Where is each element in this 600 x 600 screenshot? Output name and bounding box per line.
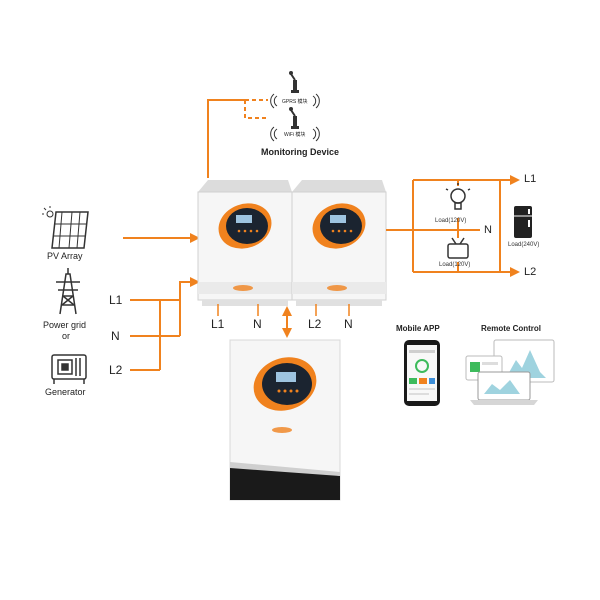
tv-icon	[447, 237, 469, 259]
power-grid-label: Power grid	[43, 320, 87, 330]
output-l1-label: L1	[524, 173, 537, 185]
output-wires	[386, 175, 520, 277]
smartphone-icon	[404, 340, 440, 406]
inverter2-n-label: N	[344, 317, 353, 331]
inverter2-l2-label: L2	[308, 317, 322, 331]
output-l2-label: L2	[524, 266, 537, 278]
battery-pack	[229, 339, 341, 501]
gprs-module-label: GPRS 模块	[282, 99, 308, 105]
remote-control-label: Remote Control	[481, 324, 541, 333]
fridge-icon	[514, 206, 532, 238]
inverter1-l1-label: L1	[211, 317, 225, 331]
grid-or-label: or	[62, 331, 71, 341]
input-n-label: N	[111, 329, 120, 343]
input-wires	[123, 233, 200, 371]
laptop-icon	[465, 339, 555, 405]
monitoring-wires	[207, 99, 268, 178]
antenna-icon	[289, 107, 299, 129]
lightbulb-icon	[445, 183, 471, 210]
generator-icon	[51, 354, 87, 384]
inverter1-n-label: N	[253, 317, 262, 331]
transmission-tower-icon	[56, 268, 80, 315]
inverter-2	[291, 180, 387, 316]
tv-load-label: Load(120V)	[439, 262, 471, 268]
antenna-icon	[289, 71, 299, 93]
monitoring-device-title: Monitoring Device	[261, 147, 340, 157]
input-l2-label: L2	[109, 363, 123, 377]
wifi-waves-icon	[270, 93, 320, 109]
solar-panel-icon	[42, 206, 89, 249]
generator-label: Generator	[45, 387, 86, 397]
wifi-waves-icon	[270, 126, 320, 142]
wifi-module-label: WiFi 模块	[284, 132, 306, 138]
bulb-load-label: Load(120V)	[435, 218, 467, 224]
input-l1-label: L1	[109, 293, 123, 307]
inverter-1	[197, 180, 293, 316]
fridge-load-label: Load(240V)	[508, 242, 540, 248]
pv-array-label: PV Array	[47, 251, 83, 261]
output-n-label: N	[484, 224, 492, 236]
mobile-app-label: Mobile APP	[396, 324, 440, 333]
